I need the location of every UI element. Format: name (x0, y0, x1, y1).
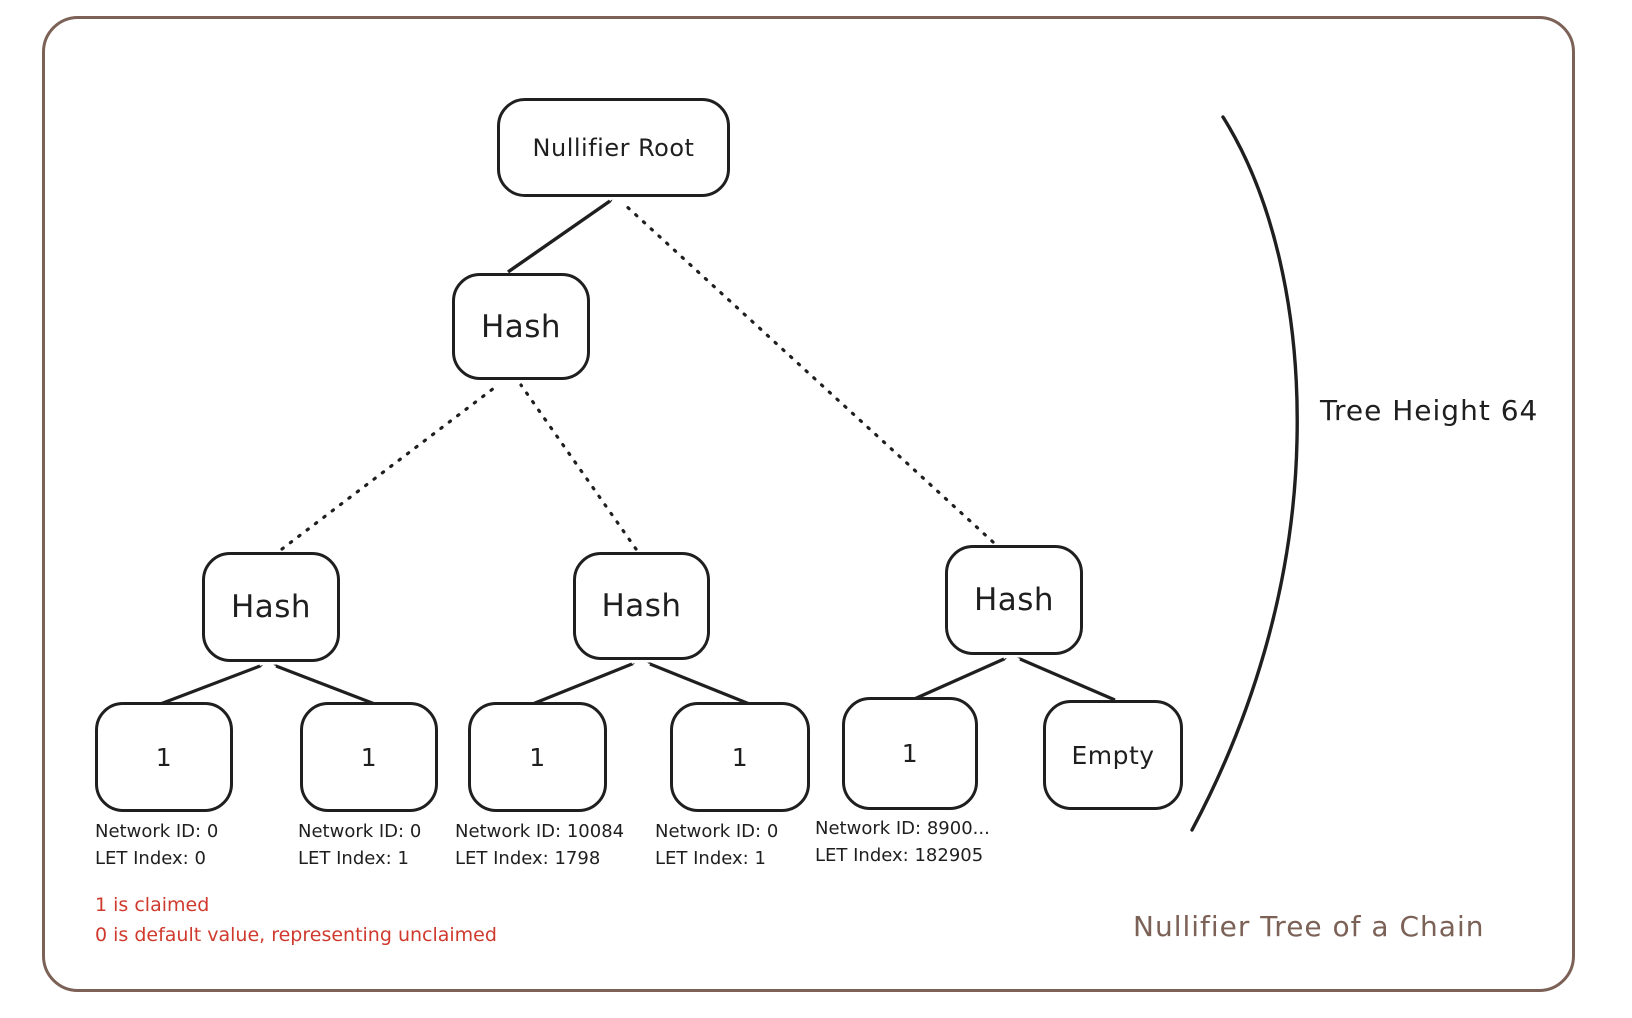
legend-line-claimed: 1 is claimed (95, 894, 210, 916)
leaf-value: 1 (529, 742, 546, 772)
node-hash-right: Hash (945, 545, 1083, 655)
tree-height-label: Tree Height 64 (1320, 394, 1539, 427)
node-hash-middle: Hash (573, 552, 710, 660)
leaf-node-5: 1 (842, 697, 978, 810)
node-label: Hash (480, 308, 562, 345)
node-hash-left: Hash (202, 552, 340, 662)
leaf-annotation-2: Network ID: 0 LET Index: 1 (298, 818, 421, 872)
let-index: LET Index: 1798 (455, 848, 601, 869)
network-id: Network ID: 0 (298, 821, 422, 842)
node-label: Nullifier Root (532, 133, 695, 162)
network-id: Network ID: 8900... (815, 818, 990, 839)
leaf-value: 1 (360, 742, 378, 772)
node-label: Hash (973, 582, 1055, 618)
let-index: LET Index: 0 (95, 848, 206, 869)
leaf-value: 1 (901, 739, 919, 768)
leaf-node-empty: Empty (1043, 700, 1183, 810)
legend-line-unclaimed: 0 is default value, representing unclaim… (95, 924, 497, 946)
leaf-node-1: 1 (95, 702, 233, 812)
node-label: Hash (601, 588, 682, 624)
let-index: LET Index: 182905 (815, 845, 984, 866)
leaf-annotation-1: Network ID: 0 LET Index: 0 (95, 818, 218, 872)
let-index: LET Index: 1 (655, 848, 766, 869)
leaf-annotation-5: Network ID: 8900... LET Index: 182905 (815, 815, 990, 869)
legend-claimed-note: 1 is claimed 0 is default value, represe… (95, 890, 497, 950)
leaf-node-4: 1 (670, 702, 810, 812)
network-id: Network ID: 0 (95, 821, 219, 842)
outer-frame (42, 16, 1575, 992)
leaf-value: 1 (731, 742, 749, 772)
node-label: Hash (230, 589, 312, 625)
network-id: Network ID: 10084 (455, 821, 625, 842)
leaf-value: Empty (1071, 740, 1155, 770)
diagram-caption: Nullifier Tree of a Chain (1133, 910, 1485, 943)
leaf-node-3: 1 (468, 702, 607, 812)
network-id: Network ID: 0 (655, 821, 779, 842)
leaf-node-2: 1 (300, 702, 438, 812)
leaf-annotation-4: Network ID: 0 LET Index: 1 (655, 818, 778, 872)
node-nullifier-root: Nullifier Root (497, 98, 730, 197)
node-hash-level2: Hash (452, 273, 590, 380)
leaf-value: 1 (155, 742, 173, 772)
let-index: LET Index: 1 (298, 848, 409, 869)
leaf-annotation-3: Network ID: 10084 LET Index: 1798 (455, 818, 624, 872)
